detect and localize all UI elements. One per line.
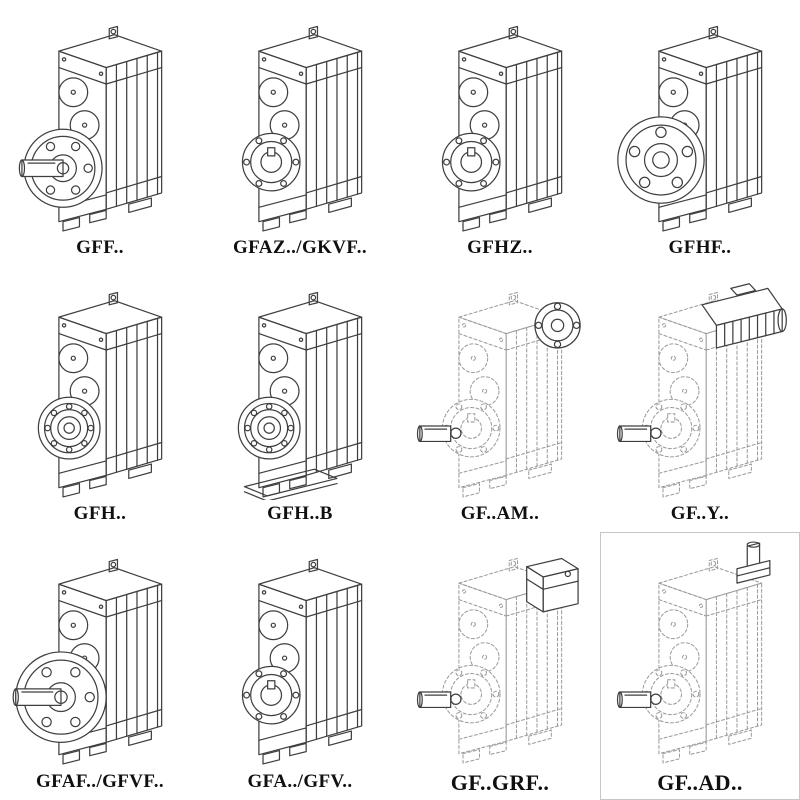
gearbox-motor-icon bbox=[616, 283, 787, 498]
model-label-gfgrf: GF..GRF.. bbox=[450, 769, 550, 795]
gearbox-bearing-base-icon bbox=[237, 291, 363, 501]
gearbox-bearing-icon bbox=[37, 291, 163, 498]
catalog-cell-gfhb: GFH..B bbox=[200, 266, 400, 532]
model-label-gfhb: GFH..B bbox=[267, 503, 333, 525]
gearbox-drawing-gff bbox=[0, 0, 200, 238]
gearbox-drawing-gfad bbox=[600, 532, 800, 771]
model-label-gfy: GF..Y.. bbox=[670, 503, 730, 525]
gearbox-drawing-gfhz bbox=[400, 0, 600, 238]
gearbox-large-flange-icon bbox=[12, 558, 163, 765]
gearbox-drawing-gfgrf bbox=[400, 532, 600, 771]
model-label-gfhz: GFHZ.. bbox=[467, 237, 533, 259]
gearbox-hollow-shaft-icon bbox=[241, 558, 363, 765]
gearbox-hollow-shaft-icon bbox=[441, 25, 563, 232]
model-label-gff: GFF.. bbox=[76, 237, 124, 259]
model-label-gfaz-gkvf: GFAZ../GKVF.. bbox=[233, 237, 367, 259]
gearbox-flange-shaft-icon bbox=[18, 25, 163, 232]
catalog-cell-gfam: GF..AM.. bbox=[400, 266, 600, 532]
model-label-gfad: GF..AD.. bbox=[657, 769, 743, 795]
gearbox-drawing-gfaz bbox=[200, 0, 400, 238]
gearbox-drawing-gfhf bbox=[600, 0, 800, 238]
gearbox-front-flange-icon bbox=[617, 25, 763, 232]
gearbox-drawing-gfam bbox=[400, 266, 600, 504]
gearbox-hollow-shaft-icon bbox=[241, 25, 363, 232]
catalog-cell-gfad: GF..AD.. bbox=[600, 532, 800, 800]
catalog-cell-gfhf: GFHF.. bbox=[600, 0, 800, 266]
gearbox-drawing-gfy bbox=[600, 266, 800, 504]
catalog-cell-gfa-gfv: GFA../GFV.. bbox=[200, 532, 400, 800]
gearbox-drawing-gfhb bbox=[200, 266, 400, 504]
catalog-cell-gfy: GF..Y.. bbox=[600, 266, 800, 532]
model-label-gfaf-gfvf: GFAF../GFVF.. bbox=[35, 771, 164, 793]
catalog-cell-gff: GFF.. bbox=[0, 0, 200, 266]
gearbox-adapter-box-icon bbox=[416, 558, 579, 764]
gearbox-drawing-gfa bbox=[200, 532, 400, 772]
catalog-cell-gfh: GFH.. bbox=[0, 266, 200, 532]
catalog-cell-gfhz: GFHZ.. bbox=[400, 0, 600, 266]
gearbox-adapter-flange-icon bbox=[416, 292, 581, 498]
catalog-cell-gfaf-gfvf: GFAF../GFVF.. bbox=[0, 532, 200, 800]
model-label-gfam: GF..AM.. bbox=[460, 503, 540, 525]
gearbox-input-shaft-icon bbox=[616, 541, 771, 764]
catalog-cell-gfgrf: GF..GRF.. bbox=[400, 532, 600, 800]
gearbox-drawing-gfh bbox=[0, 266, 200, 504]
gearbox-drawing-gfaf bbox=[0, 532, 200, 772]
model-label-gfa-gfv: GFA../GFV.. bbox=[247, 771, 353, 793]
model-label-gfhf: GFHF.. bbox=[668, 237, 732, 259]
model-label-gfh: GFH.. bbox=[73, 503, 127, 525]
catalog-cell-gfaz-gkvf: GFAZ../GKVF.. bbox=[200, 0, 400, 266]
